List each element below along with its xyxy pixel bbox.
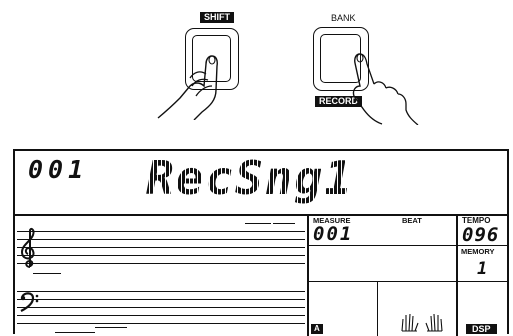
tempo-value: 096: [462, 224, 499, 246]
two-hands-icon: [399, 311, 445, 333]
song-name-display: RecSng1: [146, 151, 354, 205]
measure-value: 001: [313, 223, 353, 245]
hand-press-icon: [150, 40, 270, 120]
bank-label: BANK: [331, 13, 356, 24]
hand-press-icon: [330, 40, 450, 125]
divider: [15, 214, 509, 216]
divider: [456, 216, 458, 336]
memory-value: 1: [477, 259, 487, 279]
divider: [309, 281, 509, 282]
bass-clef-icon: [19, 291, 41, 313]
divider: [377, 282, 378, 336]
beat-label: BEAT: [402, 217, 422, 225]
divider: [309, 245, 509, 246]
treble-clef-icon: [19, 227, 39, 271]
dsp-indicator: DSP: [466, 324, 497, 334]
song-number-display: 001: [28, 155, 88, 184]
memory-label: MEMORY: [461, 248, 494, 256]
divider: [307, 216, 309, 336]
a-indicator: A: [311, 324, 323, 334]
shift-label: SHIFT: [200, 12, 234, 23]
lcd-display: 001 RecSng1 MEASURE BEAT 001 TEMPO 09: [13, 149, 509, 334]
